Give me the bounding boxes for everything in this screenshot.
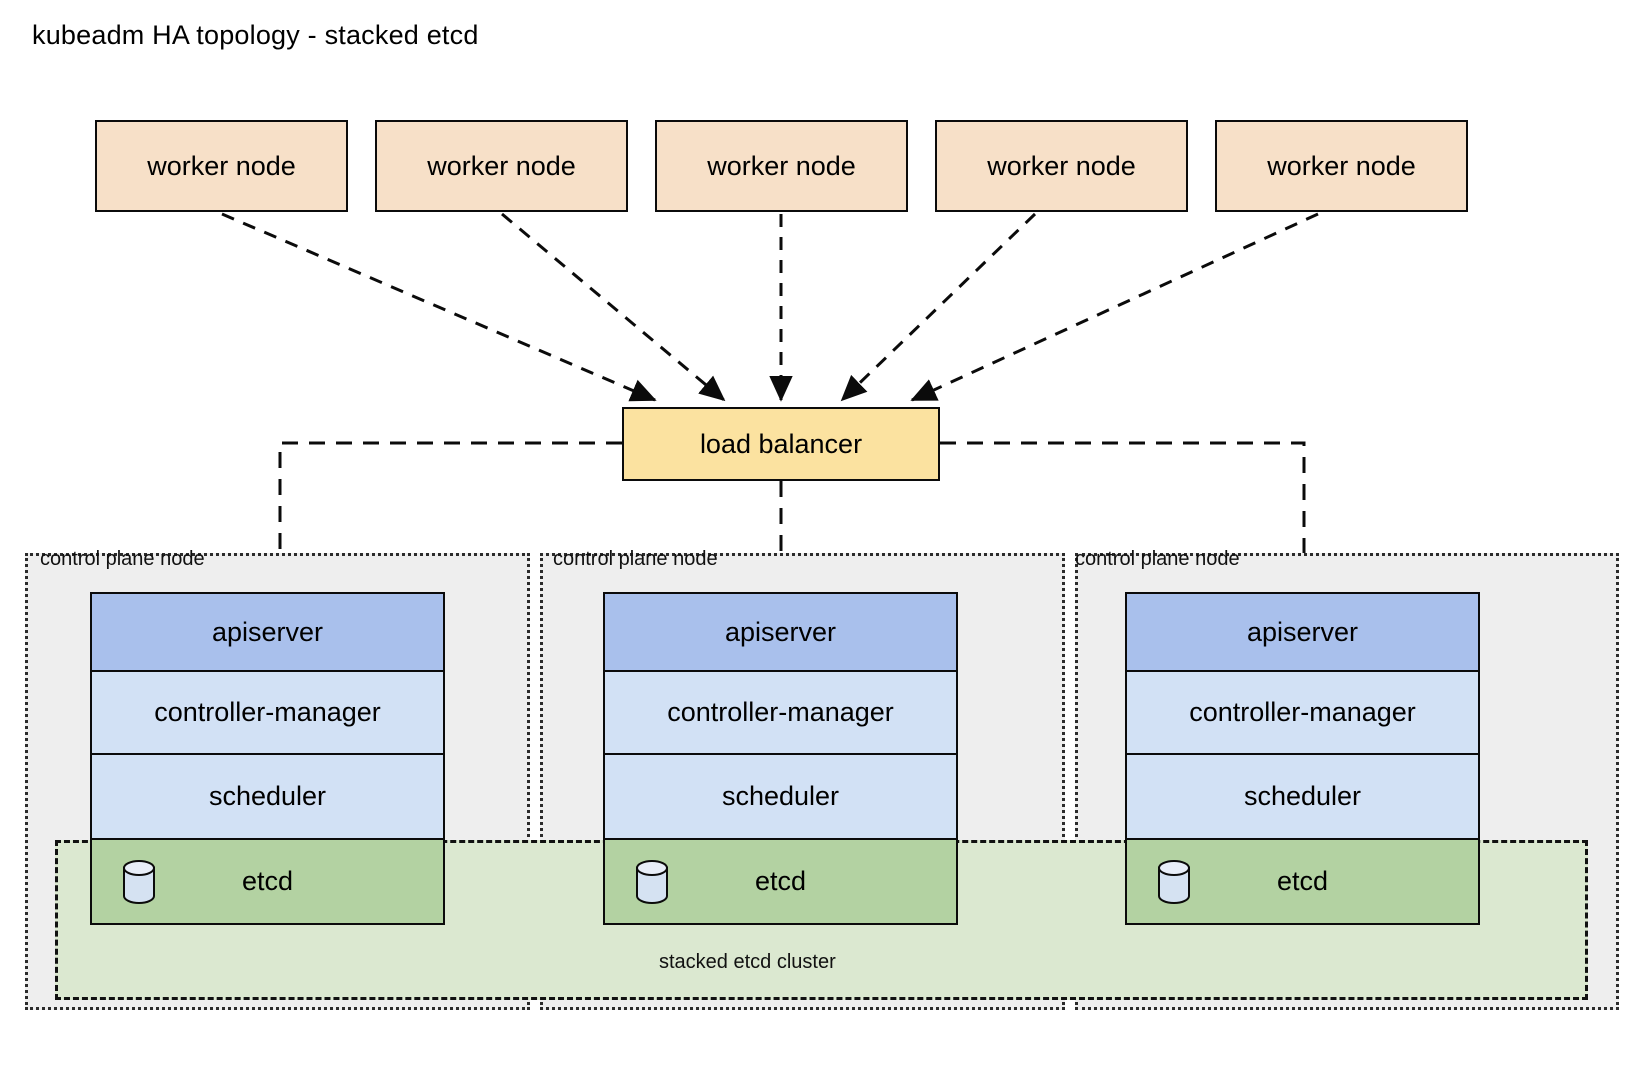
apiserver-box-2[interactable]: apiserver	[603, 592, 958, 672]
worker-to-lb-arrow-5	[910, 212, 1319, 402]
worker-node-label: worker node	[427, 150, 576, 181]
worker-node-2[interactable]: worker node	[375, 120, 628, 212]
controller-manager-label: controller-manager	[1189, 697, 1416, 727]
worker-node-label: worker node	[1267, 150, 1416, 181]
etcd-label: etcd	[754, 866, 807, 896]
worker-to-lb-arrow-1	[221, 212, 657, 402]
scheduler-label: scheduler	[208, 781, 327, 811]
database-cylinder-icon	[636, 859, 668, 904]
worker-to-lb-arrow-4	[840, 212, 1037, 402]
etcd-box-2[interactable]: etcd	[603, 840, 958, 925]
apiserver-label: apiserver	[1246, 616, 1359, 647]
apiserver-label: apiserver	[724, 616, 837, 647]
control-plane-stack-2: apiserver controller-manager scheduler e…	[603, 592, 958, 925]
load-balancer-label: load balancer	[699, 428, 863, 459]
controller-manager-box-1[interactable]: controller-manager	[90, 672, 445, 755]
database-cylinder-icon	[123, 859, 155, 904]
controller-manager-label: controller-manager	[667, 697, 894, 727]
control-plane-node-label-2: control plane node	[553, 548, 718, 570]
control-plane-stack-1: apiserver controller-manager scheduler e…	[90, 592, 445, 925]
worker-to-lb-arrow-2	[501, 212, 726, 402]
diagram-title: kubeadm HA topology - stacked etcd	[32, 20, 479, 50]
stacked-etcd-cluster-label: stacked etcd cluster	[659, 951, 836, 973]
worker-node-label: worker node	[707, 150, 856, 181]
worker-node-5[interactable]: worker node	[1215, 120, 1468, 212]
worker-node-label: worker node	[147, 150, 296, 181]
etcd-label: etcd	[1276, 866, 1329, 896]
scheduler-box-1[interactable]: scheduler	[90, 755, 445, 840]
worker-node-1[interactable]: worker node	[95, 120, 348, 212]
scheduler-box-2[interactable]: scheduler	[603, 755, 958, 840]
control-plane-node-label-1: control plane node	[40, 548, 205, 570]
controller-manager-box-2[interactable]: controller-manager	[603, 672, 958, 755]
etcd-box-3[interactable]: etcd	[1125, 840, 1480, 925]
worker-node-label: worker node	[987, 150, 1136, 181]
controller-manager-label: controller-manager	[154, 697, 381, 727]
load-balancer-box[interactable]: load balancer	[622, 407, 940, 481]
control-plane-node-label-3: control plane node	[1075, 548, 1240, 570]
scheduler-label: scheduler	[721, 781, 840, 811]
apiserver-box-1[interactable]: apiserver	[90, 592, 445, 672]
worker-node-3[interactable]: worker node	[655, 120, 908, 212]
lb-to-apiserver-line-3	[940, 441, 1306, 592]
apiserver-box-3[interactable]: apiserver	[1125, 592, 1480, 672]
database-cylinder-icon	[1158, 859, 1190, 904]
apiserver-label: apiserver	[211, 616, 324, 647]
worker-node-4[interactable]: worker node	[935, 120, 1188, 212]
scheduler-label: scheduler	[1243, 781, 1362, 811]
etcd-box-1[interactable]: etcd	[90, 840, 445, 925]
control-plane-stack-3: apiserver controller-manager scheduler e…	[1125, 592, 1480, 925]
lb-to-apiserver-line-1	[278, 441, 622, 592]
scheduler-box-3[interactable]: scheduler	[1125, 755, 1480, 840]
etcd-label: etcd	[241, 866, 294, 896]
controller-manager-box-3[interactable]: controller-manager	[1125, 672, 1480, 755]
